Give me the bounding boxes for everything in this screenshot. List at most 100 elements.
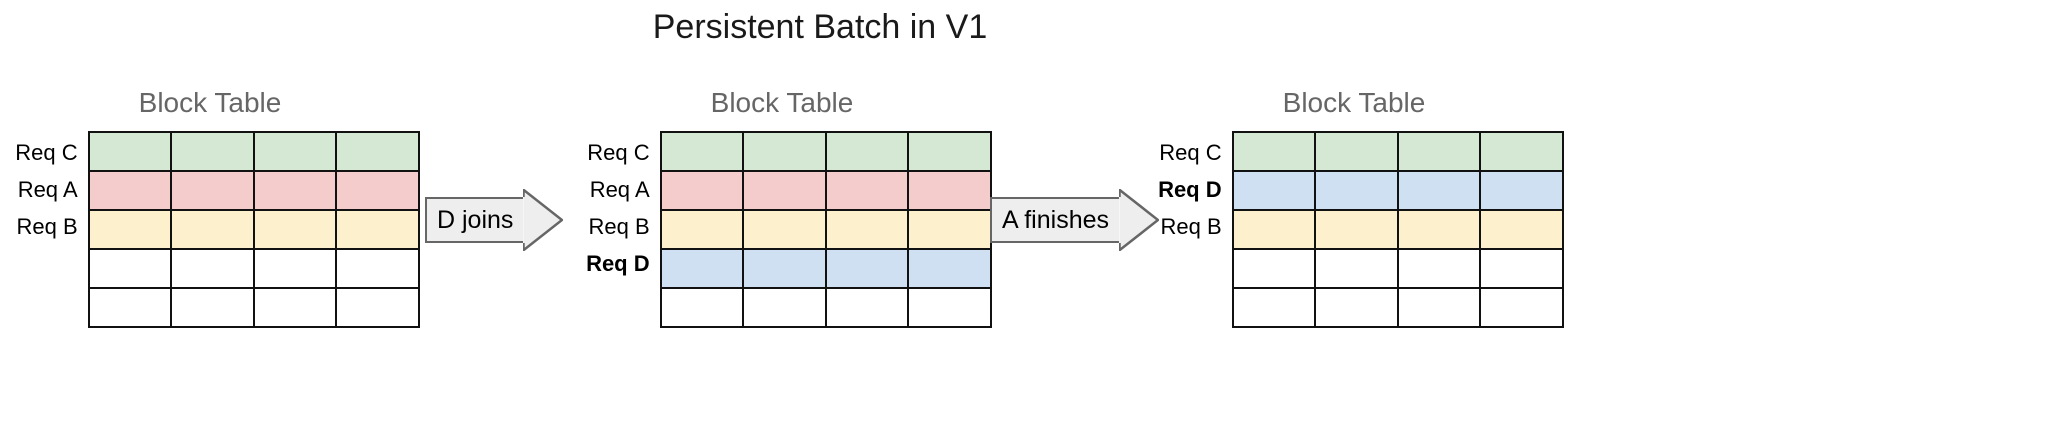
row-label-column-2: Req C Req A Req B Req D [572,131,650,319]
arrow-label: A finishes [1002,206,1110,234]
table-row [1231,170,1564,211]
block-cell[interactable] [824,170,910,211]
block-cell[interactable] [907,209,992,250]
row-label-3-2: Req B [1160,214,1222,239]
block-cell[interactable] [659,131,745,172]
block-cell[interactable] [907,248,992,289]
block-cell[interactable] [659,209,745,250]
arrow-label: D joins [437,206,514,234]
block-cell[interactable] [1479,170,1564,211]
table-row [87,287,420,328]
arrow-d-joins[interactable]: D joins [425,189,564,251]
block-cell[interactable] [252,287,338,328]
block-cell[interactable] [170,209,255,250]
block-table-1 [87,131,420,328]
block-cell[interactable] [335,170,420,211]
row-label-column-1: Req C Req A Req B [0,131,78,319]
row-label-1-2: Req B [16,214,78,239]
block-cell[interactable] [659,248,745,289]
block-cell[interactable] [1479,131,1564,172]
block-cell[interactable] [1314,209,1399,250]
block-table-heading-1: Block Table [138,87,282,118]
block-cell[interactable] [742,248,827,289]
stage-body-2: Req C Req A Req B Req D [572,131,992,328]
block-cell[interactable] [335,287,420,328]
block-cell[interactable] [170,131,255,172]
stage-body-3: Req C Req D Req B [1144,131,1564,328]
block-arrow-right-icon [1119,189,1160,251]
table-row [659,248,992,289]
block-table-heading-2: Block Table [710,87,854,118]
page-title: Persistent Batch in V1 [652,8,988,46]
block-cell[interactable] [1231,131,1317,172]
table-row [659,209,992,250]
block-cell[interactable] [1396,131,1482,172]
block-cell[interactable] [1314,287,1399,328]
table-row [659,170,992,211]
block-cell[interactable] [1479,209,1564,250]
block-cell[interactable] [907,131,992,172]
table-row [87,209,420,250]
block-cell[interactable] [170,287,255,328]
block-cell[interactable] [335,248,420,289]
block-cell[interactable] [824,131,910,172]
block-cell[interactable] [1314,248,1399,289]
block-cell[interactable] [824,287,910,328]
arrow-a-finishes[interactable]: A finishes [990,189,1160,251]
table-row [87,170,420,211]
table-row [659,287,992,328]
block-cell[interactable] [742,209,827,250]
block-cell[interactable] [1314,170,1399,211]
block-cell[interactable] [1396,248,1482,289]
table-row [1231,287,1564,328]
block-cell[interactable] [1396,287,1482,328]
block-cell[interactable] [1479,248,1564,289]
block-cell[interactable] [742,287,827,328]
block-cell[interactable] [1479,287,1564,328]
row-label-1-0: Req C [15,140,78,165]
block-cell[interactable] [659,170,745,211]
block-cell[interactable] [252,248,338,289]
block-cell[interactable] [742,170,827,211]
block-cell[interactable] [252,170,338,211]
block-cell[interactable] [1314,131,1399,172]
block-cell[interactable] [907,287,992,328]
block-cell[interactable] [335,209,420,250]
block-cell[interactable] [1396,209,1482,250]
row-label-2-1: Req A [589,177,650,202]
row-label-3-0: Req C [1159,140,1222,165]
block-cell[interactable] [1231,248,1317,289]
block-arrow-right-icon [523,189,564,251]
stage-body-1: Req C Req A Req B [0,131,420,328]
arrow-shaft: D joins [425,197,524,243]
row-label-3-1: Req D [1158,177,1222,202]
block-cell[interactable] [87,170,173,211]
block-cell[interactable] [1231,209,1317,250]
block-cell[interactable] [824,248,910,289]
table-row [1231,131,1564,172]
row-label-1-1: Req A [17,177,78,202]
block-cell[interactable] [252,209,338,250]
table-row [1231,248,1564,289]
block-cell[interactable] [659,287,745,328]
block-cell[interactable] [1231,287,1317,328]
block-cell[interactable] [907,170,992,211]
block-cell[interactable] [170,248,255,289]
table-row [1231,209,1564,250]
block-cell[interactable] [742,131,827,172]
block-cell[interactable] [335,131,420,172]
row-label-2-3: Req D [586,251,650,276]
block-cell[interactable] [87,209,173,250]
block-cell[interactable] [170,170,255,211]
block-cell[interactable] [1231,170,1317,211]
block-cell[interactable] [87,131,173,172]
block-cell[interactable] [252,131,338,172]
block-cell[interactable] [824,209,910,250]
block-cell[interactable] [87,287,173,328]
table-row [87,131,420,172]
block-cell[interactable] [1396,170,1482,211]
row-label-column-3: Req C Req D Req B [1144,131,1222,319]
block-cell[interactable] [87,248,173,289]
table-row [659,131,992,172]
